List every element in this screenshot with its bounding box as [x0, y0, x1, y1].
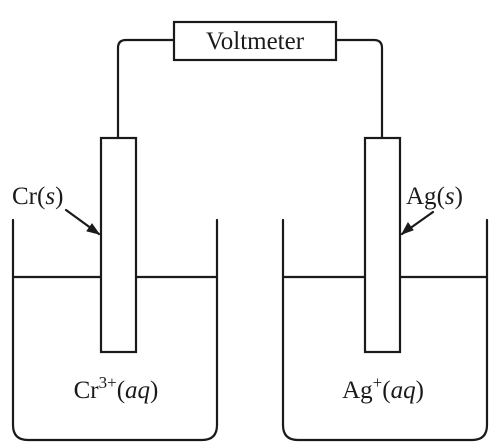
- right-beaker-outline: [281, 218, 489, 442]
- chromium-electrode: [99, 136, 138, 354]
- chromium-ion-label: Cr3+(aq): [74, 373, 159, 404]
- voltmeter-box: [172, 20, 338, 62]
- left-beaker-outline: [11, 218, 219, 442]
- silver-electrode: [363, 136, 402, 354]
- voltmeter: Voltmeter: [172, 20, 338, 62]
- wire-right: [334, 38, 384, 140]
- chromium-pointer-arrow: [64, 208, 101, 236]
- silver-pointer-arrow: [400, 210, 435, 236]
- chromium-electrode-label: Cr(s): [12, 183, 63, 210]
- silver-ion-label: Ag+(aq): [342, 373, 424, 404]
- voltmeter-label: Voltmeter: [206, 28, 305, 55]
- wire-left: [116, 38, 176, 140]
- silver-electrode-label: Ag(s): [406, 183, 463, 210]
